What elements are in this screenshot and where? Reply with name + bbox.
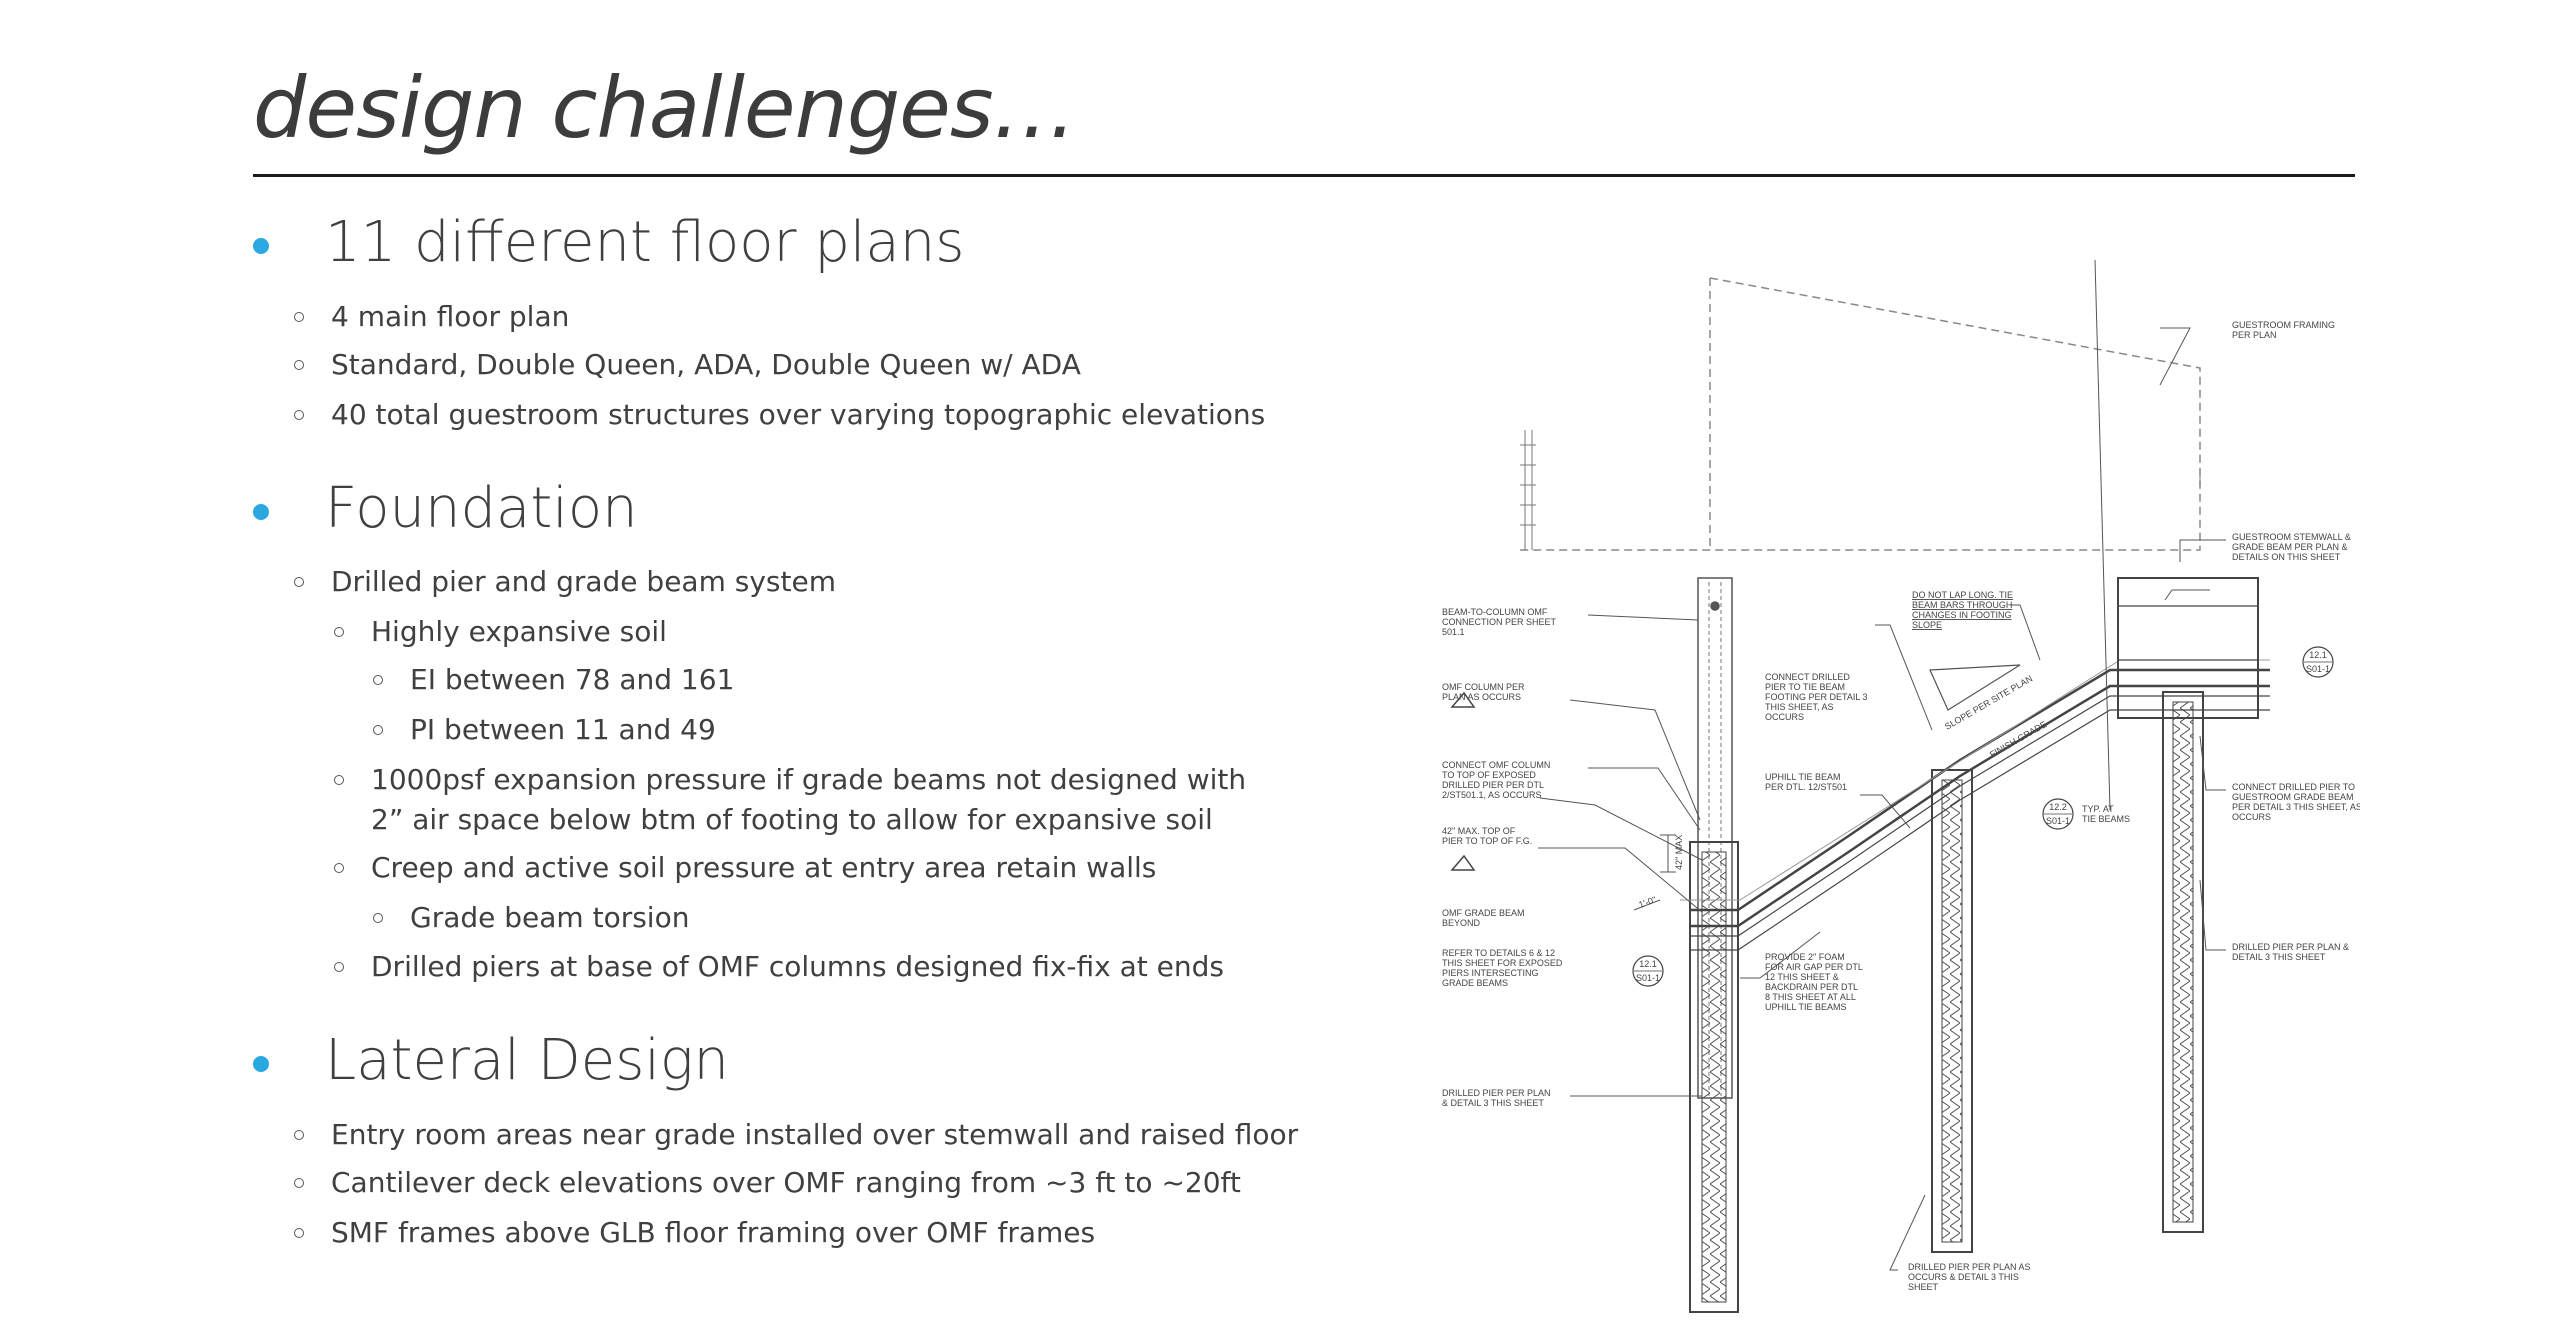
bullet-ring-icon	[294, 410, 304, 420]
bullet-item: SMF frames above GLB floor framing over …	[294, 1213, 1095, 1253]
leader-lines	[1538, 260, 2226, 1271]
svg-text:DRILLED PIER PER PLAN& DETAIL: DRILLED PIER PER PLAN& DETAIL 3 THIS SHE…	[1442, 1088, 1551, 1108]
bullet-item: Creep and active soil pressure at entry …	[334, 848, 1156, 888]
svg-text:DRILLED PIER PER PLAN &DETAIL: DRILLED PIER PER PLAN &DETAIL 3 THIS SHE…	[2232, 942, 2349, 962]
bullet-dot-icon	[253, 238, 269, 254]
drilled-pier-middle	[1931, 769, 1973, 1253]
guestroom-stemwall	[2117, 577, 2259, 719]
svg-text:S01-1: S01-1	[2046, 816, 2070, 826]
slope-indicator	[1929, 664, 2021, 711]
title-underline	[253, 174, 2355, 177]
bullet-ring-icon	[294, 1130, 304, 1140]
bullet-item: Grade beam torsion	[373, 898, 689, 938]
detail-tag-a: 12.1 S01-1	[2302, 646, 2334, 678]
bullet-ring-icon	[294, 360, 304, 370]
bullet-item: 4 main floor plan	[294, 297, 569, 337]
bullet-item: Highly expansive soil	[334, 612, 667, 652]
drilled-pier-right	[2162, 691, 2204, 1233]
svg-text:1'-0": 1'-0"	[1637, 894, 1657, 910]
bullet-ring-icon	[294, 1228, 304, 1238]
detail-tag-b: 12.2 S01-1	[2042, 798, 2074, 830]
bullet-item: Drilled pier and grade beam system	[294, 562, 836, 602]
stair-ladder	[1520, 430, 1536, 550]
guestroom-outline	[1520, 277, 2201, 551]
revision-triangle-icon	[1450, 854, 1476, 871]
bullet-item: 40 total guestroom structures over varyi…	[294, 395, 1265, 435]
bullet-item-continued: 2” air space below btm of footing to all…	[371, 803, 1213, 836]
detail-tag-c: 12.1 S01-1	[1632, 955, 1664, 987]
bullet-ring-icon	[294, 577, 304, 587]
bullet-ring-icon	[294, 1178, 304, 1188]
bullet-ring-icon	[334, 627, 344, 637]
svg-text:12.2: 12.2	[2049, 802, 2067, 812]
drilled-pier-left	[1689, 841, 1739, 1313]
slide-title: design challenges…	[253, 59, 1077, 157]
foundation-section-drawing: 12.1 S01-1 12.2 S01-1 12.1 S01-1 GUESTRO…	[1442, 260, 2360, 1313]
bullet-item: 1000psf expansion pressure if grade beam…	[334, 760, 1246, 800]
bullet-ring-icon	[373, 675, 383, 685]
svg-text:12.1: 12.1	[2309, 650, 2327, 660]
bullet-ring-icon	[373, 725, 383, 735]
bullet-dot-icon	[253, 1056, 269, 1072]
bullet-item: Cantilever deck elevations over OMF rang…	[294, 1163, 1241, 1203]
bullet-item: Drilled piers at base of OMF columns des…	[334, 947, 1224, 987]
bullet-ring-icon	[334, 863, 344, 873]
svg-text:42" MAX: 42" MAX	[1674, 835, 1684, 870]
svg-text:S01-1: S01-1	[1636, 973, 1660, 983]
bullet-item: PI between 11 and 49	[373, 710, 716, 750]
bullet-item: EI between 78 and 161	[373, 660, 734, 700]
bullet-ring-icon	[294, 312, 304, 322]
bullet-ring-icon	[373, 913, 383, 923]
svg-text:GUESTROOM STEMWALL &GRADE BEAM: GUESTROOM STEMWALL &GRADE BEAM PER PLAN …	[2232, 532, 2351, 562]
svg-text:S01-1: S01-1	[2306, 664, 2330, 674]
bullet-dot-icon	[253, 504, 269, 520]
bullet-ring-icon	[334, 775, 344, 785]
dimension-marks	[1633, 834, 1676, 911]
bullet-ring-icon	[334, 962, 344, 972]
bullet-item: Entry room areas near grade installed ov…	[294, 1115, 1298, 1155]
svg-text:12.1: 12.1	[1639, 959, 1657, 969]
revision-triangle-icon	[1450, 691, 1476, 708]
bullet-item: Standard, Double Queen, ADA, Double Quee…	[294, 345, 1081, 385]
